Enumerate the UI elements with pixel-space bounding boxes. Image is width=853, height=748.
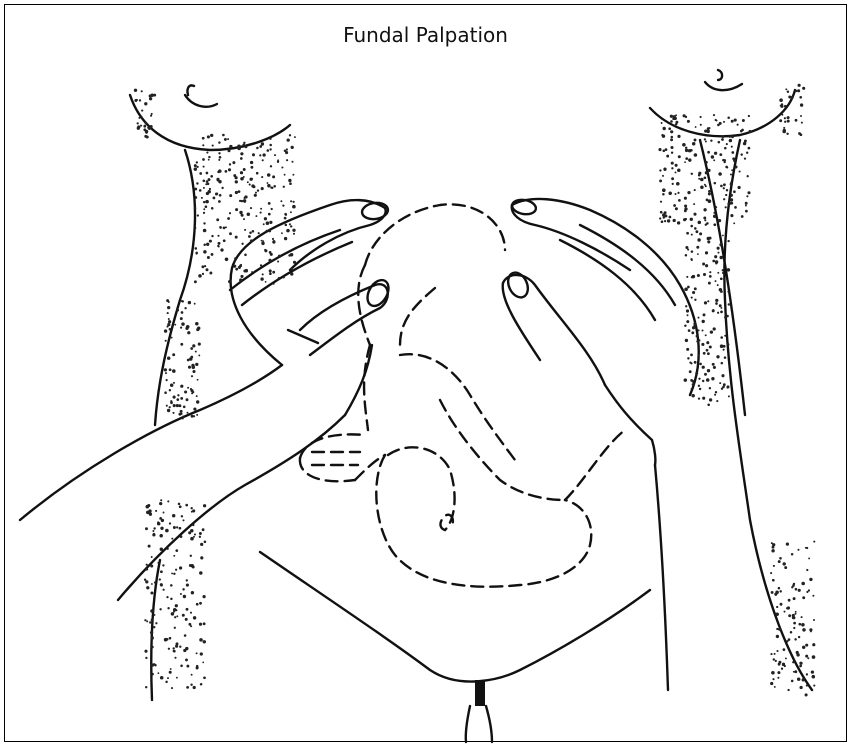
pubic-mark [475,680,485,706]
inguinal-line [260,552,650,682]
right-hand [503,198,699,465]
left-hip-outline [151,560,160,700]
stipple-shading [134,84,816,697]
left-hand [20,200,393,600]
right-thumbnail [504,269,531,300]
uterus-fetus-outline [300,204,625,586]
pubic-cleft [466,706,492,742]
right-breast [650,70,795,136]
left-nipple [185,85,217,106]
left-thumbnail [363,276,393,309]
left-torso-outline [155,150,195,425]
right-abdomen-outline [655,465,668,690]
right-nipple [705,70,742,90]
right-torso-outline [724,140,812,690]
